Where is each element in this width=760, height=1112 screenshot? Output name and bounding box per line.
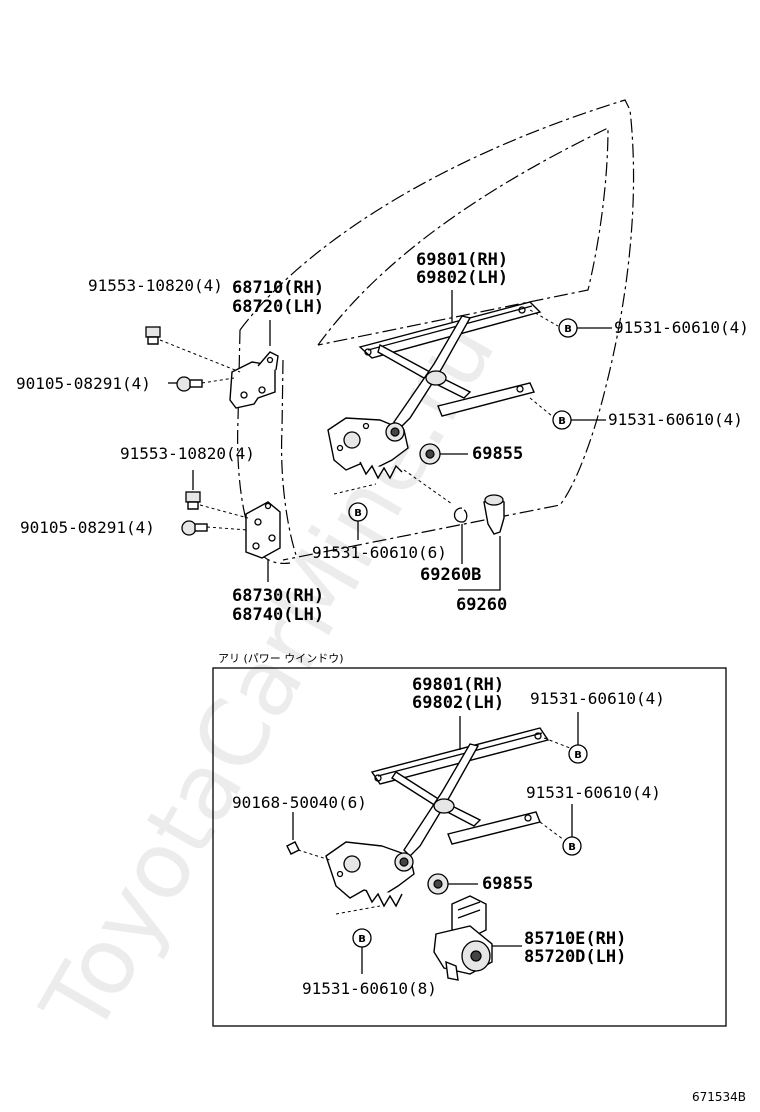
- inset-frame: [212, 667, 727, 1027]
- label-hinge-lower-bolt: 91553-10820(4): [120, 444, 255, 463]
- label-inset-bolt-mid: 91531-60610(4): [526, 783, 661, 802]
- label-inset-regulator-lh: 69802(LH): [412, 693, 504, 713]
- bolt-mark-mid: B: [552, 410, 572, 430]
- bolt-mark-top: B: [558, 318, 578, 338]
- inset-bolt-mark-mid: B: [562, 836, 582, 856]
- clip-icon: [453, 507, 468, 523]
- svg-text:B: B: [358, 934, 366, 945]
- label-inset-regulator-rh: 69801(RH): [412, 675, 504, 695]
- label-hinge-upper-bolt: 91553-10820(4): [88, 276, 223, 295]
- inset-caption: アリ (パワー ウインドウ): [218, 652, 344, 665]
- svg-text:B: B: [558, 416, 566, 427]
- svg-text:B: B: [564, 324, 572, 335]
- label-motor-lh: 85720D(LH): [524, 947, 626, 967]
- inset-labels: 69801(RH) 69802(LH) 91531-60610(4) 90168…: [232, 675, 665, 998]
- label-hinge-upper-lh: 68720(LH): [232, 297, 324, 317]
- label-motor-rh: 85710E(RH): [524, 929, 626, 949]
- inset-bolt-mark-top: B: [568, 744, 588, 764]
- label-hinge-lower-lh: 68740(LH): [232, 605, 324, 625]
- svg-text:B: B: [354, 508, 362, 519]
- pad-icon: [419, 443, 441, 465]
- svg-text:B: B: [574, 750, 582, 761]
- hinge-upper-bolt-icon: [145, 326, 161, 345]
- window-crank-handle-icon: [483, 494, 505, 535]
- upper-labels: 91553-10820(4) 68710(RH) 68720(LH) 90105…: [16, 250, 749, 625]
- label-handle: 69260: [456, 595, 507, 615]
- window-motor-icon: [433, 895, 493, 981]
- upper-hinge: [229, 351, 279, 409]
- label-hinge-lower-screw: 90105-08291(4): [20, 518, 155, 537]
- inset-screw-icon: [286, 841, 300, 855]
- svg-text:B: B: [568, 842, 576, 853]
- lower-hinge: [245, 501, 281, 559]
- diagram-code: 671534B: [692, 1090, 746, 1104]
- hinge-lower-bolt-icon: [185, 491, 201, 510]
- hinge-upper-screw-icon: [176, 376, 203, 392]
- label-hinge-lower-rh: 68730(RH): [232, 586, 324, 606]
- inset-bolt-mark-bottom: B: [352, 928, 372, 948]
- hinge-lower-screw-icon: [181, 520, 208, 536]
- label-hinge-upper-rh: 68710(RH): [232, 278, 324, 298]
- label-hinge-upper-screw: 90105-08291(4): [16, 374, 151, 393]
- label-inset-pad: 69855: [482, 874, 533, 894]
- label-regulator-lh: 69802(LH): [416, 268, 508, 288]
- window-regulator: [327, 301, 542, 480]
- power-window-regulator: [325, 727, 550, 908]
- label-inset-bolt-top: 91531-60610(4): [530, 689, 665, 708]
- label-reg-bolt-mid: 91531-60610(4): [608, 410, 743, 429]
- label-pad: 69855: [472, 444, 523, 464]
- label-clip: 69260B: [420, 565, 481, 585]
- label-regulator-rh: 69801(RH): [416, 250, 508, 270]
- label-inset-screw: 90168-50040(6): [232, 793, 367, 812]
- label-inset-bolt-bottom: 91531-60610(8): [302, 979, 437, 998]
- inset-pad-icon: [427, 873, 449, 895]
- label-reg-bolt-bottom: 91531-60610(6): [312, 543, 447, 562]
- label-reg-bolt-top: 91531-60610(4): [614, 318, 749, 337]
